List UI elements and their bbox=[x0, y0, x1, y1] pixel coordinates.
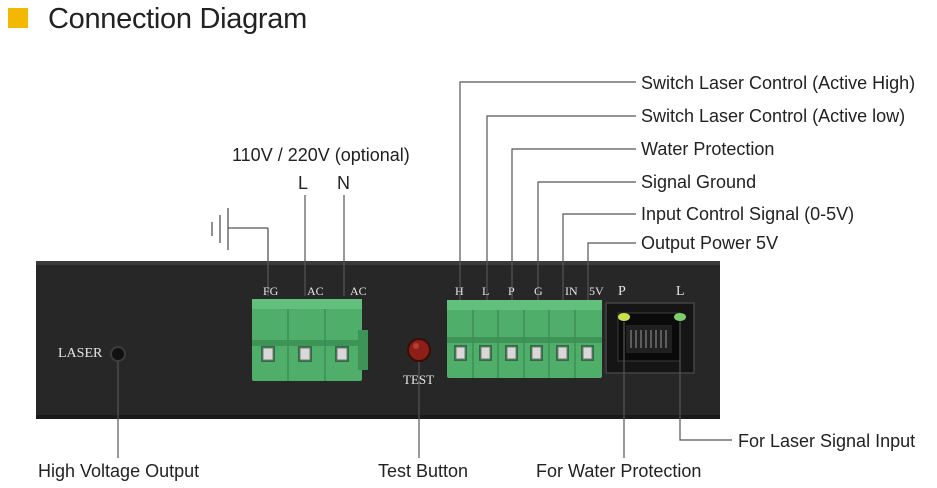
signal-pin-label-in: IN bbox=[565, 284, 578, 298]
hv-output-jack-icon bbox=[110, 346, 126, 362]
power-pin-label-ac2: AC bbox=[350, 284, 367, 298]
title-marker bbox=[8, 8, 28, 28]
rj45-pin-label-l: L bbox=[676, 284, 685, 299]
signal-pin-label-5v: 5V bbox=[589, 284, 604, 298]
signal-pin-label-h: H bbox=[455, 284, 464, 298]
ground-icon bbox=[211, 208, 269, 296]
power-l-label: L bbox=[298, 173, 309, 193]
callout-water-protection: Water Protection bbox=[641, 139, 775, 159]
label-hv-output: High Voltage Output bbox=[38, 461, 200, 481]
signal-terminal-block bbox=[447, 300, 602, 378]
test-button-label: TEST bbox=[403, 372, 435, 387]
callout-signal-ground: Signal Ground bbox=[641, 172, 757, 192]
water-protection-led-icon bbox=[618, 313, 630, 321]
label-water-protection: For Water Protection bbox=[536, 461, 702, 481]
callout-input-control: Input Control Signal (0-5V) bbox=[641, 204, 855, 224]
page-title: Connection Diagram bbox=[48, 3, 307, 35]
rj45-port bbox=[605, 302, 695, 374]
power-pin-label-ac1: AC bbox=[307, 284, 324, 298]
rj45-pin-label-p: P bbox=[618, 284, 626, 299]
power-pin-label-fg: FG bbox=[263, 284, 279, 298]
power-n-label: N bbox=[337, 173, 350, 193]
signal-pin-label-p: P bbox=[508, 284, 515, 298]
label-laser-signal: For Laser Signal Input bbox=[738, 431, 916, 451]
label-test-button: Test Button bbox=[378, 461, 469, 481]
voltage-label: 110V / 220V (optional) bbox=[232, 145, 410, 165]
power-terminal-block bbox=[252, 299, 368, 381]
callout-output-power: Output Power 5V bbox=[641, 233, 779, 253]
laser-signal-led-icon bbox=[674, 313, 686, 321]
laser-output-label: LASER bbox=[58, 346, 103, 361]
callout-active-high: Switch Laser Control (Active High) bbox=[641, 73, 916, 93]
callout-active-low: Switch Laser Control (Active low) bbox=[641, 106, 906, 126]
test-button[interactable] bbox=[407, 338, 431, 362]
signal-pin-label-l: L bbox=[482, 284, 490, 298]
signal-pin-label-g: G bbox=[534, 284, 543, 298]
